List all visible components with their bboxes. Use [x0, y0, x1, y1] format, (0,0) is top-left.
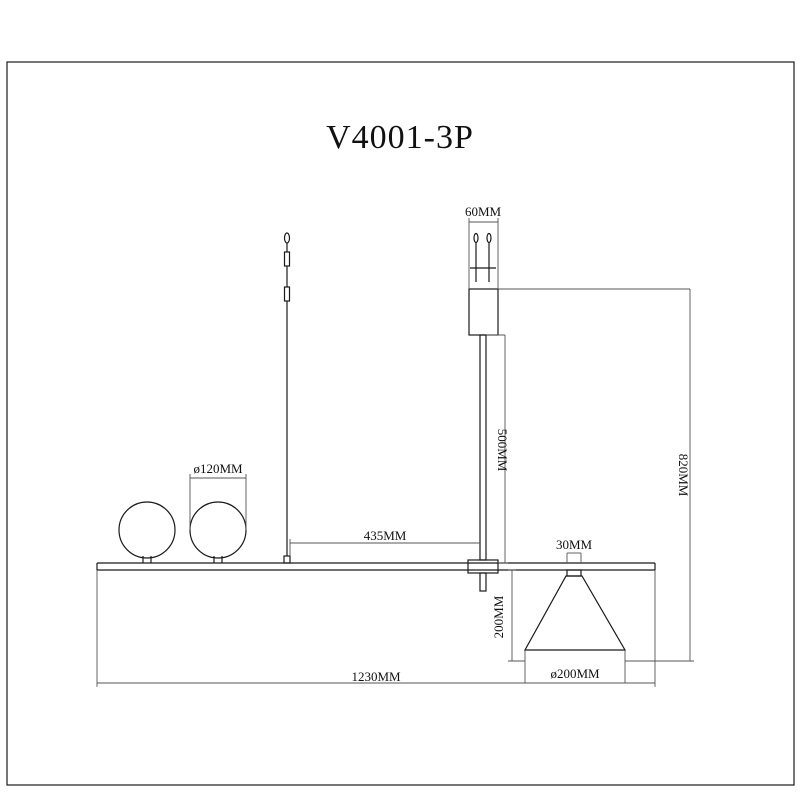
dim-label-120mm: ø120MM — [193, 461, 243, 476]
dim-shade-diameter: ø200MM — [524, 650, 626, 684]
center-connector — [467, 559, 499, 574]
globe-left — [118, 501, 176, 563]
dim-label-820mm: 820MM — [676, 454, 691, 497]
ceiling-canopy — [468, 288, 499, 336]
dim-label-500mm: 500MM — [495, 429, 510, 472]
drawing-frame — [6, 61, 795, 786]
dim-stem-length: 500MM — [486, 334, 510, 564]
dim-shade-height: 200MM — [491, 569, 525, 662]
stem-rod — [479, 334, 487, 561]
horizontal-bar — [96, 562, 656, 571]
left-suspension-cable — [283, 232, 291, 564]
dim-canopy-width: 60MM — [465, 204, 502, 289]
dim-shade-top: 30MM — [556, 537, 593, 563]
dim-total-length: 1230MM — [96, 570, 656, 687]
dim-globe-diameter: ø120MM — [189, 461, 247, 530]
dim-label-30mm: 30MM — [556, 537, 593, 552]
dim-label-200mm: 200MM — [491, 595, 506, 638]
dim-offset: 435MM — [289, 528, 480, 556]
model-title: V4001-3P — [326, 119, 474, 156]
cone-shade — [523, 569, 627, 651]
dim-label-1230mm: 1230MM — [351, 669, 401, 684]
dim-label-200mm-diameter: ø200MM — [550, 666, 600, 681]
globe-middle — [189, 501, 247, 563]
dim-label-435mm: 435MM — [364, 528, 407, 543]
dim-total-height: 820MM — [498, 288, 694, 662]
canopy-and-stem — [467, 232, 499, 592]
dim-label-60mm: 60MM — [465, 204, 502, 219]
